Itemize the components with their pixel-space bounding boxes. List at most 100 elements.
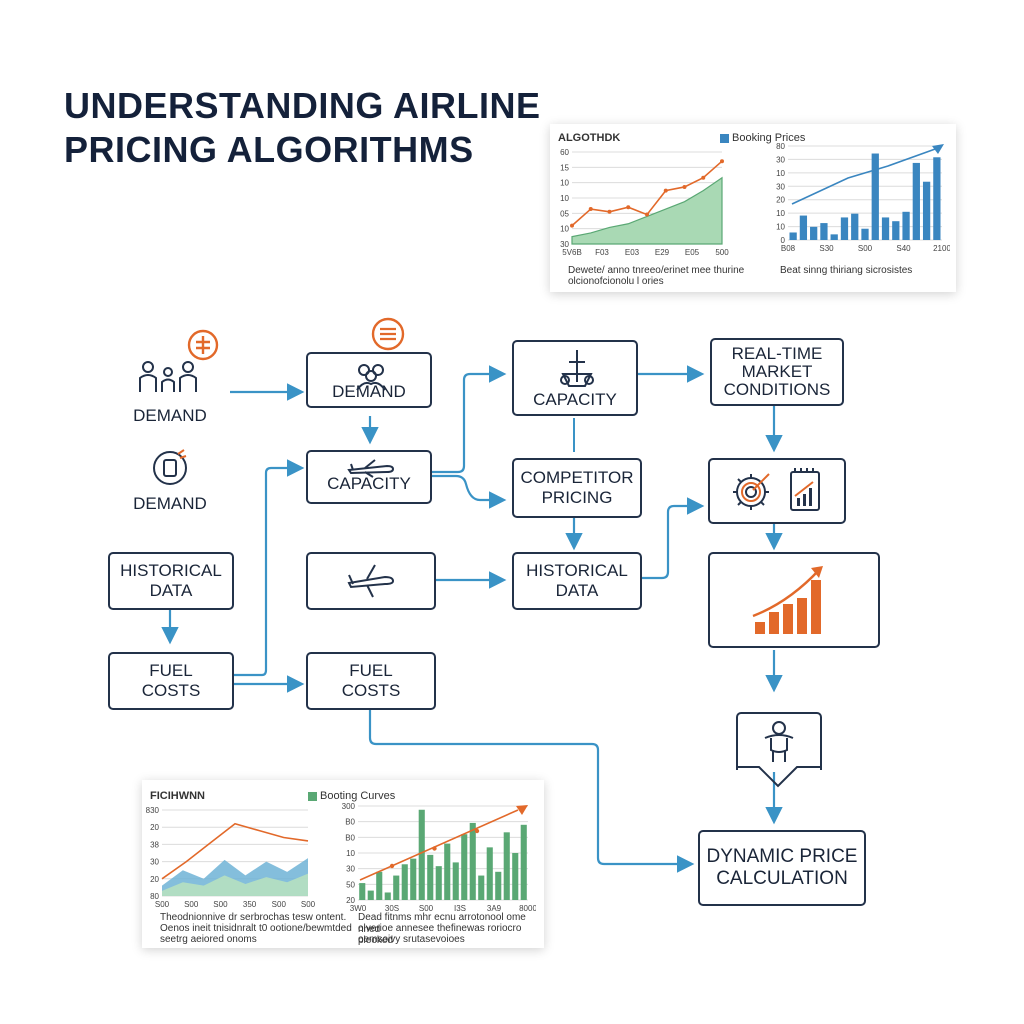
y-tick-label: 30	[346, 865, 355, 874]
x-tick-label: B08	[781, 244, 796, 253]
bar	[418, 809, 425, 900]
capacity-top-node: CAPACITY	[512, 340, 638, 416]
person-node	[736, 712, 822, 770]
y-tick-label: 38	[150, 840, 159, 849]
bar	[452, 862, 459, 900]
y-tick-label: 830	[146, 806, 160, 815]
x-tick-label: 3A9	[487, 904, 502, 912]
bottom-left-caption-2: Oenos ineit tnisidnralt t0 ootione/bewmt…	[160, 923, 352, 934]
market-conditions-node: REAL-TIME MARKET CONDITIONS	[710, 338, 844, 406]
market-line-1: REAL-TIME	[731, 344, 823, 363]
x-tick-label: 350	[243, 900, 257, 909]
bar	[486, 847, 493, 900]
fuel-costs-mid-node: FUEL COSTS	[306, 652, 436, 710]
y-tick-label: 15	[560, 163, 569, 172]
x-tick-label: S00	[184, 900, 199, 909]
y-tick-label: 60	[560, 148, 569, 157]
top-legend-label: Booking Prices	[732, 132, 806, 144]
competitor-pricing-node: COMPETITOR PRICING	[512, 458, 642, 518]
plane-icon	[347, 564, 395, 598]
y-tick-label: B0	[345, 818, 355, 827]
trend-line	[791, 147, 939, 205]
person-icon	[764, 721, 794, 762]
x-tick-label: S00	[301, 900, 316, 909]
x-tick-label: S00	[419, 904, 434, 912]
bar	[393, 875, 400, 900]
fuel-left-line-1: FUEL	[149, 661, 193, 680]
historical-left-line-1: HISTORICAL	[120, 561, 222, 580]
bar	[830, 234, 838, 240]
historical-data-left-node: HISTORICAL DATA	[108, 552, 234, 610]
x-tick-label: 2100	[933, 244, 950, 253]
dynamic-line-2: CALCULATION	[716, 868, 848, 889]
bar	[367, 890, 374, 900]
top-left-caption-2: olcionofcionolu l ories	[568, 276, 664, 287]
historical-mid-line-1: HISTORICAL	[526, 561, 628, 580]
bar	[789, 232, 797, 240]
bar	[820, 223, 828, 240]
price-tag-icon	[153, 449, 187, 485]
bottom-left-caption-1: Theodnionnive dr serbrochas tesw ontent.	[160, 912, 347, 923]
bar	[912, 162, 920, 240]
trend-point	[474, 828, 480, 834]
bar	[799, 215, 808, 240]
demand-left-label: DEMAND	[133, 406, 207, 425]
x-tick-label: S00	[155, 900, 170, 909]
y-tick-label: B0	[345, 833, 355, 842]
bar	[478, 875, 485, 900]
x-tick-label: S40	[896, 244, 911, 253]
bottom-right-caption-3: oemsoivy srutasevoioes	[358, 934, 465, 945]
title-line-1: UNDERSTANDING AIRLINE	[64, 85, 541, 126]
person-node-pointer	[736, 766, 820, 788]
y-tick-label: 10	[776, 223, 785, 232]
bar	[512, 853, 519, 900]
x-tick-label: E03	[625, 248, 640, 257]
fuel-costs-left-node: FUEL COSTS	[108, 652, 234, 710]
bar	[503, 832, 510, 900]
bar	[384, 892, 391, 900]
bar	[851, 213, 859, 240]
airplane-icon	[347, 459, 395, 478]
fuel-left-line-2: COSTS	[141, 681, 201, 700]
y-tick-label: 30	[560, 240, 569, 249]
arrow-capacity-to-competitor	[432, 474, 507, 509]
y-tick-label: 30	[776, 155, 785, 164]
historical-mid-line-2: DATA	[555, 581, 599, 600]
line-point	[720, 159, 724, 164]
growth-chart-node	[708, 552, 880, 648]
trend-arrowhead	[932, 144, 944, 154]
x-tick-label: 3W0	[350, 904, 367, 912]
x-tick-label: F03	[595, 248, 609, 257]
legend-swatch	[308, 791, 317, 801]
y-tick-label: 05	[560, 209, 569, 218]
page-title: UNDERSTANDING AIRLINE PRICING ALGORITHMS	[64, 84, 541, 172]
bottom-right-caption-2: olverioe annesee thefinewas roriocro ple…	[358, 923, 522, 946]
y-tick-label: 80	[776, 142, 785, 151]
market-line-2: MARKET	[741, 362, 813, 381]
top-legend: Booking Prices	[720, 132, 805, 144]
y-tick-label: 50	[346, 880, 355, 889]
arrow-fuel-to-dynamic	[368, 708, 695, 873]
trend-point	[389, 863, 395, 869]
capacity-mid-label: CAPACITY	[327, 474, 411, 493]
gear-target-icon	[733, 473, 770, 510]
bar	[495, 871, 502, 900]
bar	[444, 843, 451, 900]
line-point	[570, 223, 574, 228]
list-icon	[371, 317, 405, 351]
y-tick-label: 10	[560, 225, 569, 234]
y-tick-label: 20	[346, 896, 355, 905]
top-left-caption-1: Dewete/ anno tnreeo/erinet mee thurine	[568, 265, 745, 276]
bar	[376, 871, 383, 900]
plane-node	[306, 552, 436, 610]
report-chart-icon	[790, 468, 820, 511]
competitor-line-1: COMPETITOR	[520, 468, 634, 487]
x-tick-label: S30	[819, 244, 834, 253]
aircraft-icon	[560, 350, 594, 387]
y-tick-label: 10	[346, 849, 355, 858]
growth-bars-icon	[752, 566, 823, 634]
